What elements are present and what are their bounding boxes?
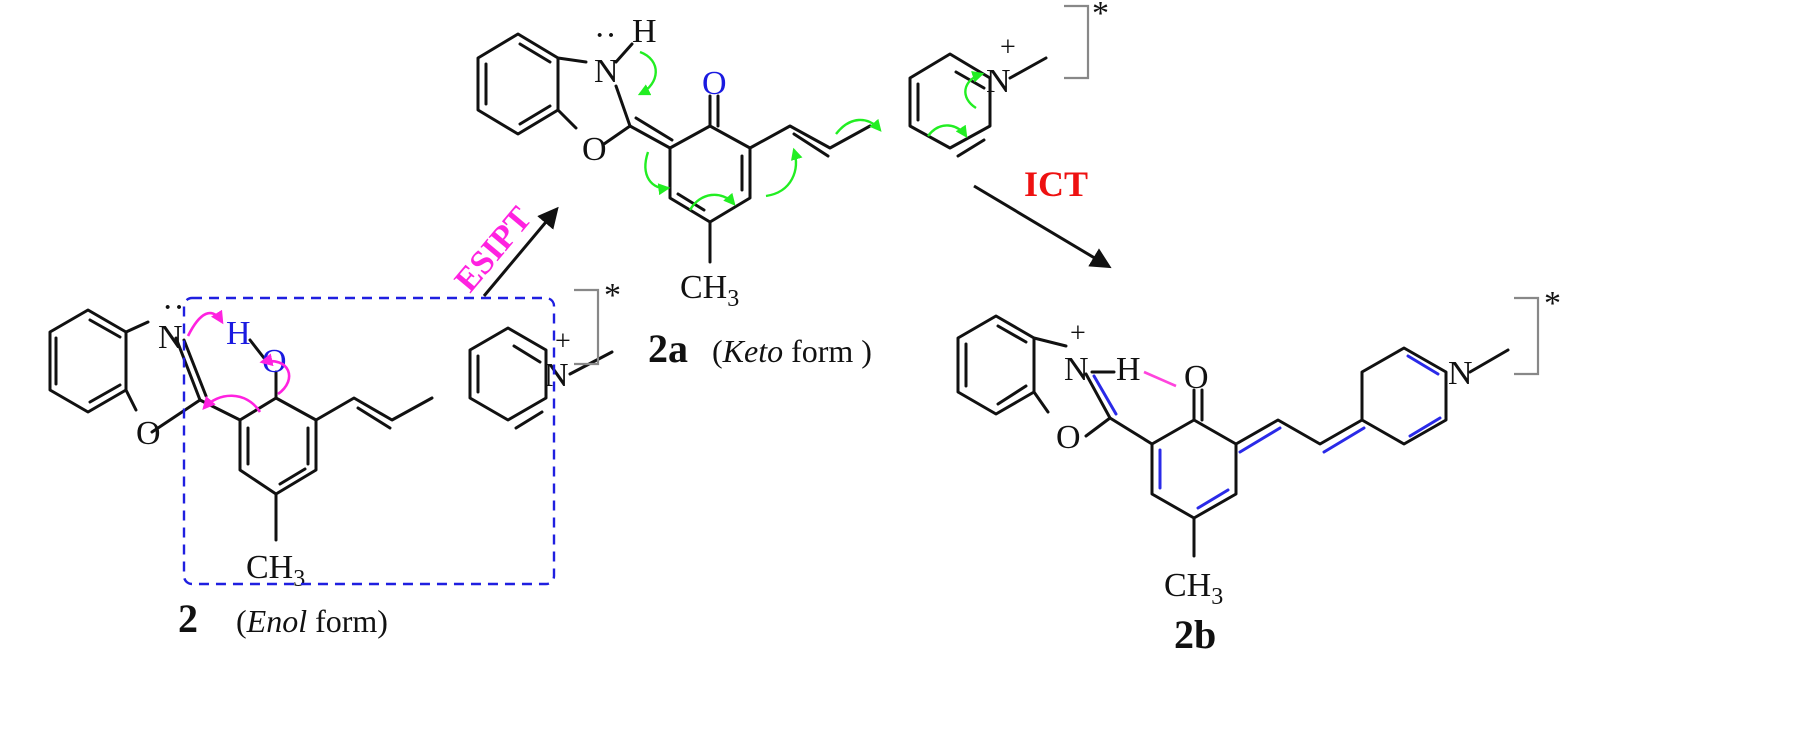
ict-positive-charge: + (1070, 318, 1086, 349)
enol-positive-charge: + (555, 326, 571, 357)
ict-n-atom: N (1064, 351, 1089, 388)
keto-curly-arrow-6 (927, 124, 968, 138)
keto-curly-arrow-2 (644, 151, 671, 196)
keto-curly-arrow-1 (637, 50, 657, 96)
enol-curly-arrow-1 (186, 309, 224, 337)
ict-hydrogen-bond (1143, 370, 1177, 388)
esipt-arrow (482, 206, 559, 297)
keto-curly-arrow-5 (835, 118, 882, 135)
keto-positive-charge: + (1000, 32, 1016, 63)
keto-n-atom: N (594, 53, 619, 90)
enol-h-atom: H (226, 315, 251, 352)
keto-lone-pair: ·· (594, 17, 617, 54)
keto-compound-number: 2a (648, 326, 688, 371)
enol-n-atom: N (158, 319, 183, 356)
keto-excited-star: * (1092, 0, 1109, 32)
enol-highlight-box (182, 296, 556, 586)
esipt-arrow-group: ESIPT (448, 200, 559, 299)
keto-curly-arrow-7 (964, 71, 985, 110)
keto-form-label: (Keto form ) (712, 333, 872, 369)
enol-curly-arrow-3 (202, 394, 262, 413)
enol-n-pyridinium-atom: N (544, 357, 569, 394)
enol-lone-pair: ·· (162, 289, 185, 326)
molecule-enol: N ·· O H O N + CH3 * 2 (Enol form) (48, 277, 621, 641)
keto-excited-bracket (1064, 4, 1090, 80)
enol-form-label: (Enol form) (236, 603, 388, 639)
enol-curly-arrow-2 (259, 353, 291, 396)
enol-compound-number: 2 (178, 596, 198, 641)
ict-compound-number: 2b (1174, 612, 1216, 657)
ict-methyl-label: CH3 (1164, 567, 1223, 610)
ict-arrow-group: ICT (973, 164, 1112, 269)
keto-h-atom: H (632, 13, 657, 50)
keto-curly-arrow-3 (688, 192, 736, 211)
ict-label: ICT (1024, 164, 1088, 204)
enol-methyl-label: CH3 (246, 549, 305, 592)
ict-h-atom: H (1116, 351, 1141, 388)
ict-excited-star: * (1544, 285, 1561, 322)
ict-o-carbonyl-atom: O (1184, 359, 1209, 396)
molecule-ict: N + H O O N CH3 * 2b (956, 285, 1561, 657)
keto-methyl-label: CH3 (680, 269, 739, 312)
enol-excited-bracket (574, 288, 600, 366)
keto-o-ring-atom: O (582, 131, 607, 168)
keto-o-carbonyl-atom: O (702, 65, 727, 102)
enol-o-ring-atom: O (136, 415, 161, 452)
ict-arrow (973, 184, 1112, 269)
ict-n-pyridine-atom: N (1448, 355, 1473, 392)
ict-excited-bracket (1514, 296, 1540, 376)
keto-curly-arrow-4 (765, 147, 803, 198)
enol-excited-star: * (604, 277, 621, 314)
ict-o-ring-atom: O (1056, 419, 1081, 456)
molecule-keto: N ·· H O O N + CH3 * 2a (Keto form ) (476, 0, 1109, 371)
keto-n-pyridinium-atom: N (986, 63, 1011, 100)
